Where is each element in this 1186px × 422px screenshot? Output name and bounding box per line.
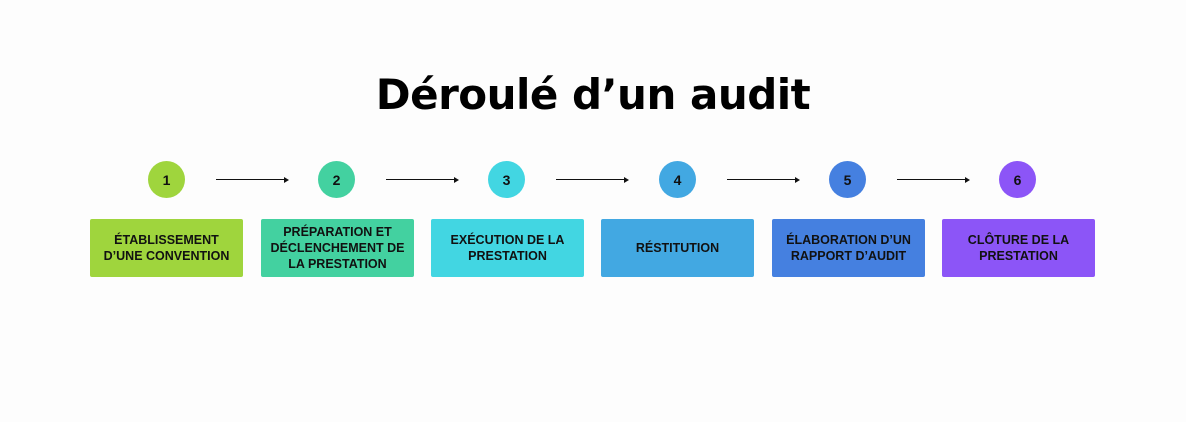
arrow-right-icon (897, 176, 970, 183)
step-5-box: ÉLABORATION D’UN RAPPORT D’AUDIT (772, 219, 925, 277)
step-3-box: EXÉCUTION DE LA PRESTATION (431, 219, 584, 277)
step-6-box: CLÔTURE DE LA PRESTATION (942, 219, 1095, 277)
arrow-right-icon (216, 176, 289, 183)
step-1-box: ÉTABLISSEMENT D’UNE CONVENTION (90, 219, 243, 277)
step-2-box: PRÉPARATION ET DÉCLENCHEMENT DE LA PREST… (261, 219, 414, 277)
arrow-right-icon (386, 176, 459, 183)
arrow-right-icon (556, 176, 629, 183)
diagram-title: Déroulé d’un audit (375, 70, 811, 119)
step-4-number-badge: 4 (659, 161, 696, 198)
step-1-number-badge: 1 (148, 161, 185, 198)
arrow-right-icon (727, 176, 800, 183)
step-6-number-badge: 6 (999, 161, 1036, 198)
step-5-number-badge: 5 (829, 161, 866, 198)
step-4-box: RÉSTITUTION (601, 219, 754, 277)
step-3-number-badge: 3 (488, 161, 525, 198)
step-2-number-badge: 2 (318, 161, 355, 198)
